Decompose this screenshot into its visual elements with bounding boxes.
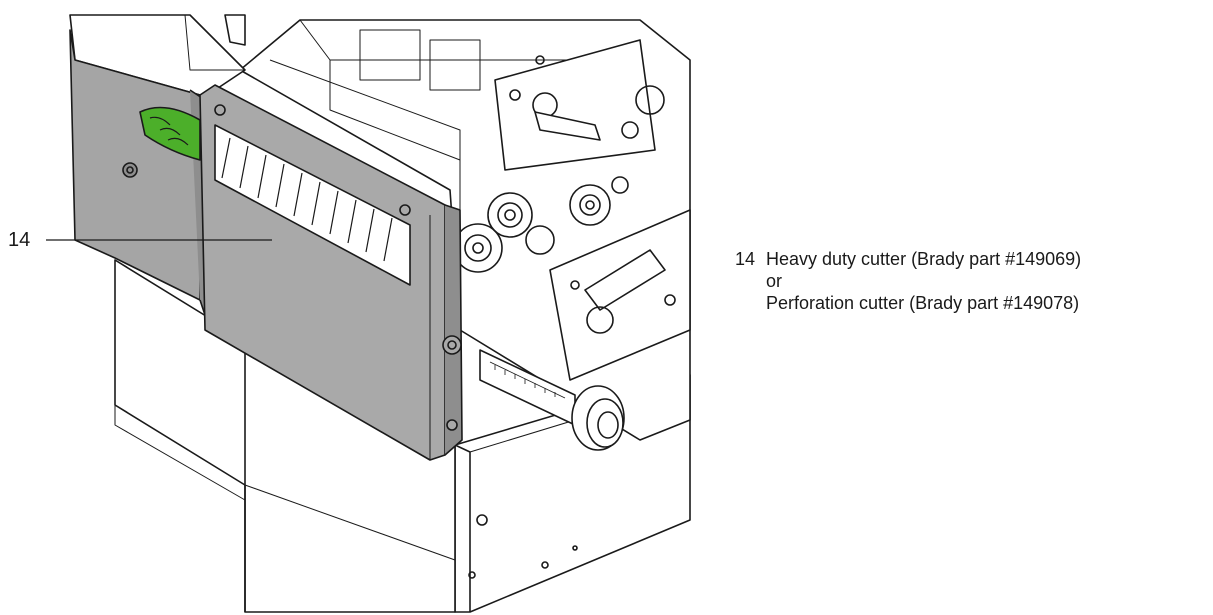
legend-row-2: or [735,270,1081,292]
cutter-14 [199,84,463,461]
ribbon-shaft [479,349,625,451]
legend-line-2: or [766,271,783,291]
legend-line-1: Heavy duty cutter (Brady part #149069) [766,249,1082,269]
legend-line-3: Perforation cutter (Brady part #149078) [766,293,1080,313]
release-lever [139,106,201,161]
printer-housing-lower [114,259,456,613]
callout-number: 14 [8,229,31,251]
legend-row-1: 14 Heavy duty cutter (Brady part #149069) [735,248,1081,270]
print-mechanism [239,19,691,441]
legend-row-3: Perforation cutter (Brady part #149078) [735,292,1081,314]
legend-number: 14 [735,249,756,269]
legend: 14 Heavy duty cutter (Brady part #149069)… [735,248,1081,314]
